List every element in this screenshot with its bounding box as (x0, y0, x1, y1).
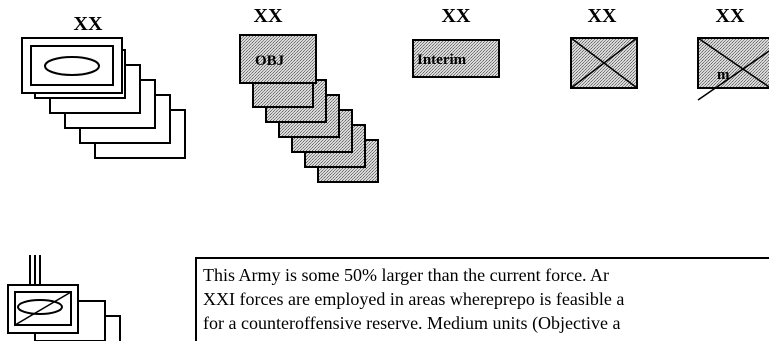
corps-armor-symbol (7, 255, 121, 341)
note-text-box: This Army is some 50% larger than the cu… (195, 257, 769, 341)
mechanized-label: m (717, 67, 730, 83)
cross-line-icon (697, 50, 769, 101)
inner-frame (30, 45, 114, 86)
objective-division-symbol: XX OBJ (239, 5, 379, 183)
note-line: for a counteroffensive reserve. Medium u… (203, 313, 621, 333)
cross-line-icon (570, 37, 638, 89)
armor-division-symbol: XX (21, 13, 186, 159)
corps-echelon-icon (29, 255, 41, 285)
infantry-division-symbol: XX (570, 5, 638, 89)
objective-label: OBJ (255, 53, 285, 69)
interim-label: Interim (417, 52, 467, 68)
note-line: XXI forces are employed in areas wherepr… (203, 289, 625, 309)
echelon-marker: XX (588, 5, 617, 27)
echelon-marker: XX (74, 13, 103, 35)
echelon-marker: XX (716, 5, 745, 27)
echelon-marker: XX (254, 5, 283, 27)
note-line: This Army is some 50% larger than the cu… (203, 265, 610, 285)
armor-oval-icon (17, 299, 63, 315)
mechanized-division-symbol: XX m (697, 5, 769, 101)
echelon-marker: XX (442, 5, 471, 27)
armor-oval-icon (44, 56, 100, 76)
diagonal-slash-icon (14, 291, 72, 326)
interim-division-symbol: XX Interim (412, 5, 500, 78)
